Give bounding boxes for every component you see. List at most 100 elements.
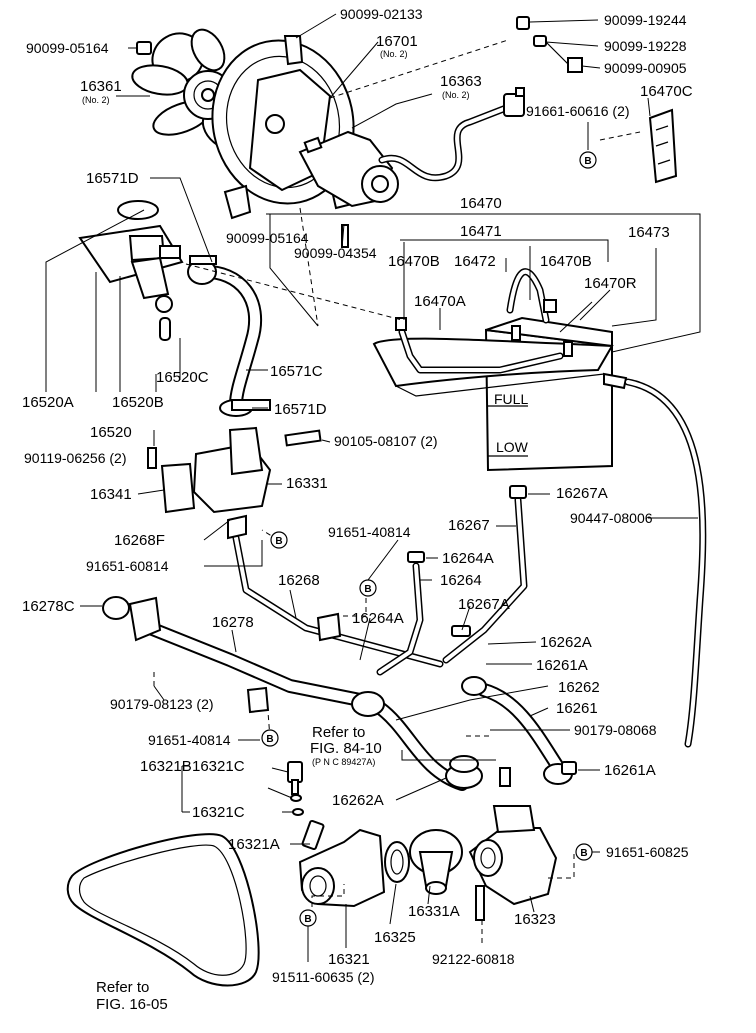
- label-16470: 16470: [460, 195, 502, 212]
- label-16262A-lower: 16262A: [332, 792, 384, 809]
- label-16321: 16321: [328, 951, 370, 968]
- svg-text:B: B: [584, 156, 591, 167]
- pipe-16278: [102, 596, 377, 714]
- label-16571C: 16571C: [270, 363, 323, 380]
- svg-text:B: B: [304, 914, 311, 925]
- b-marker-2: B: [270, 531, 288, 549]
- label-16268F: 16268F: [114, 532, 165, 549]
- label-16262: 16262: [558, 679, 600, 696]
- label-16470C: 16470C: [640, 83, 693, 100]
- label-16361: 16361: [80, 78, 122, 95]
- label-91651-60825: 91651-60825: [606, 844, 689, 860]
- label-90099-02133: 90099-02133: [340, 6, 423, 22]
- label-90105-08107: 90105-08107 (2): [334, 433, 438, 449]
- b-marker-4: B: [261, 729, 279, 747]
- fan-motor: [298, 130, 399, 208]
- b-marker-6: B: [299, 909, 317, 927]
- label-90179-08123: 90179-08123 (2): [110, 696, 214, 712]
- label-16262A-mid: 16262A: [540, 634, 592, 651]
- svg-text:B: B: [275, 536, 282, 547]
- label-92122-60818: 92122-60818: [432, 951, 515, 967]
- label-16470R: 16470R: [584, 275, 637, 292]
- label-16323: 16323: [514, 911, 556, 928]
- label-16571D-lower: 16571D: [274, 401, 327, 418]
- temperature-sensor-16321B: [287, 761, 304, 816]
- water-inlet-housing-16323: [468, 767, 558, 921]
- label-90099-19244: 90099-19244: [604, 12, 687, 28]
- label-16267A-mid: 16267A: [458, 596, 510, 613]
- label-16701-sub: (No. 2): [380, 49, 408, 59]
- label-16701: 16701: [376, 33, 418, 50]
- label-16520C: 16520C: [156, 369, 209, 386]
- gasket-16325: [384, 841, 410, 883]
- label-16331A: 16331A: [408, 903, 460, 920]
- label-16361-sub: (No. 2): [82, 95, 110, 105]
- label-16470A: 16470A: [414, 293, 466, 310]
- label-90099-05164-top: 90099-05164: [26, 40, 109, 56]
- label-91651-40814-lower: 91651-40814: [148, 732, 231, 748]
- upper-hose-16571C: [187, 255, 271, 417]
- label-90447-08006: 90447-08006: [570, 510, 653, 526]
- label-90119-06256: 90119-06256 (2): [24, 450, 126, 466]
- hose-16267: [442, 485, 528, 664]
- overflow-hose-90447-08006: [624, 378, 707, 748]
- thermostat-16331A: [409, 829, 463, 895]
- label-16473: 16473: [628, 224, 670, 241]
- label-16278C: 16278C: [22, 598, 75, 615]
- label-16325: 16325: [374, 929, 416, 946]
- label-90099-05164-mid: 90099-05164: [226, 230, 309, 246]
- svg-text:B: B: [580, 848, 587, 859]
- fan-hardware: [136, 16, 583, 248]
- leader-lines: [45, 13, 701, 962]
- label-16321B: 16321B: [140, 758, 192, 775]
- reservoir-hoses: [395, 268, 564, 374]
- label-90099-04354: 90099-04354: [294, 245, 377, 261]
- refer-to-fig-16-05-line1: Refer to: [96, 979, 149, 996]
- label-16363: 16363: [440, 73, 482, 90]
- v-belt: [66, 833, 260, 987]
- b-marker-5: B: [575, 843, 593, 861]
- pipe-16268: [227, 514, 444, 668]
- label-16264A-mid: 16264A: [352, 610, 404, 627]
- label-16520B: 16520B: [112, 394, 164, 411]
- label-90099-19228: 90099-19228: [604, 38, 687, 54]
- label-91511-60635: 91511-60635 (2): [272, 969, 374, 985]
- label-16331: 16331: [286, 475, 328, 492]
- label-16267: 16267: [448, 517, 490, 534]
- label-16363-sub: (No. 2): [442, 90, 470, 100]
- label-16264A-top: 16264A: [442, 550, 494, 567]
- label-16341: 16341: [90, 486, 132, 503]
- label-16278: 16278: [212, 614, 254, 631]
- label-16264: 16264: [440, 572, 482, 589]
- fan-motor-harness: [378, 87, 525, 182]
- label-91651-40814-top: 91651-40814: [328, 524, 411, 540]
- b-marker-3: B: [359, 579, 377, 597]
- tank-full-mark: FULL: [494, 391, 528, 407]
- label-16261A-lower: 16261A: [604, 762, 656, 779]
- label-16321C-lower: 16321C: [192, 804, 245, 821]
- refer-to-fig-84-10-line1: Refer to: [312, 724, 365, 741]
- label-16261A-mid: 16261A: [536, 657, 588, 674]
- water-inlet-16331: [147, 426, 322, 514]
- label-91651-60814: 91651-60814: [86, 558, 169, 574]
- label-16470B-left: 16470B: [388, 253, 440, 270]
- label-90099-00905: 90099-00905: [604, 60, 687, 76]
- bracket-16470C: [648, 108, 678, 184]
- label-16571D-top: 16571D: [86, 170, 139, 187]
- label-16267A-top: 16267A: [556, 485, 608, 502]
- hose-16264: [376, 551, 425, 676]
- svg-text:B: B: [364, 584, 371, 595]
- b-marker-1: B: [579, 151, 597, 169]
- label-16471: 16471: [460, 223, 502, 240]
- label-16472: 16472: [454, 253, 496, 270]
- refer-to-fig-84-10-line2: FIG. 84-10: [310, 740, 382, 757]
- label-91661-60616: 91661-60616 (2): [526, 103, 630, 119]
- label-90179-08068: 90179-08068: [574, 722, 657, 738]
- label-16520A: 16520A: [22, 394, 74, 411]
- label-16268: 16268: [278, 572, 320, 589]
- water-outlet-16321: [298, 819, 386, 908]
- hose-16261: [461, 676, 577, 785]
- svg-text:B: B: [266, 734, 273, 745]
